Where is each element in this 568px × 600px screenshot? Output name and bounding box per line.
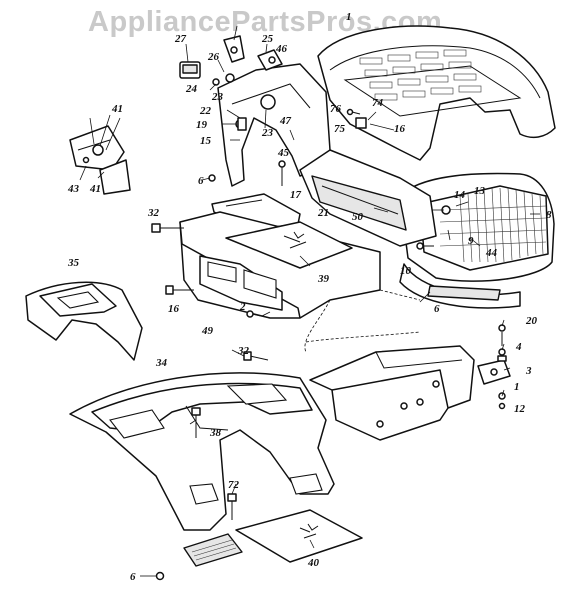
callout-21: 21 xyxy=(317,207,329,219)
floor-plate-39-part xyxy=(225,221,353,269)
leader-lines xyxy=(79,25,540,577)
chassis-outline-dashed xyxy=(304,289,421,353)
bolt-10 xyxy=(416,242,434,250)
callout-43: 43 xyxy=(67,183,80,195)
bolt-16b xyxy=(165,285,194,295)
screw-76-75 xyxy=(346,108,367,129)
callout-15: 15 xyxy=(200,135,212,147)
callout-6c: 6 xyxy=(130,571,136,583)
callout-14: 14 xyxy=(454,189,466,201)
callout-35: 35 xyxy=(67,257,80,269)
bolt-45 xyxy=(278,160,286,186)
callout-2: 2 xyxy=(239,301,246,313)
callout-20: 20 xyxy=(525,315,538,327)
callout-74: 74 xyxy=(372,97,384,109)
callout-45: 45 xyxy=(277,147,290,159)
callout-27: 27 xyxy=(174,33,187,45)
pedal-bracket-part xyxy=(69,125,131,195)
callout-40: 40 xyxy=(307,557,320,569)
callout-labels: 27 25 46 26 24 23 22 23 19 15 47 45 17 2… xyxy=(67,11,552,583)
callout-9: 9 xyxy=(468,235,474,247)
fender-35-part xyxy=(25,281,143,361)
callout-32a: 32 xyxy=(147,207,160,219)
fender-34-part xyxy=(69,372,335,531)
callout-46: 46 xyxy=(275,43,288,55)
washer-23-part xyxy=(212,73,235,86)
callout-25: 25 xyxy=(261,33,274,45)
callout-44: 44 xyxy=(485,247,498,259)
bolt-72 xyxy=(227,493,237,520)
callout-4: 4 xyxy=(515,341,522,353)
switch-part-27 xyxy=(179,61,201,79)
nut-6c xyxy=(155,571,165,581)
bolt-2 xyxy=(246,310,271,319)
callout-34: 34 xyxy=(155,357,168,369)
callout-3: 3 xyxy=(525,365,532,377)
callout-1b: 1 xyxy=(514,381,520,393)
axle-bracket-3-part xyxy=(477,359,511,385)
callout-12: 12 xyxy=(514,403,526,415)
floor-plate-40-part xyxy=(235,509,363,563)
callout-47: 47 xyxy=(279,115,292,127)
frame-part xyxy=(309,345,475,441)
callout-49: 49 xyxy=(201,325,214,337)
callout-8: 8 xyxy=(546,209,552,221)
callout-24: 24 xyxy=(185,83,198,95)
step-plate-part xyxy=(183,533,243,567)
callout-1: 1 xyxy=(346,11,352,23)
callout-13: 13 xyxy=(474,185,486,197)
callout-72: 72 xyxy=(228,479,240,491)
bolt-32a xyxy=(151,223,184,233)
callout-26: 26 xyxy=(207,51,220,63)
callout-10: 10 xyxy=(400,265,412,277)
callout-76: 76 xyxy=(330,103,342,115)
callout-6a: 6 xyxy=(198,175,204,187)
callout-41a: 41 xyxy=(111,103,123,115)
bolt-38 xyxy=(191,407,201,438)
callout-16b: 16 xyxy=(168,303,180,315)
callout-16a: 16 xyxy=(394,123,406,135)
callout-75: 75 xyxy=(334,123,346,135)
callout-41b: 41 xyxy=(89,183,101,195)
console-body-part xyxy=(299,149,437,247)
hood-part xyxy=(317,25,556,161)
callout-6b: 6 xyxy=(434,303,440,315)
callout-22: 22 xyxy=(199,105,212,117)
grille-nose-part xyxy=(399,172,555,309)
callout-38: 38 xyxy=(209,427,222,439)
callout-39: 39 xyxy=(317,273,330,285)
hardware-stack-20-12 xyxy=(497,324,507,410)
callout-17: 17 xyxy=(290,189,302,201)
callout-23b: 23 xyxy=(261,127,274,139)
callout-23a: 23 xyxy=(211,91,224,103)
callout-19: 19 xyxy=(196,119,208,131)
callout-50: 50 xyxy=(352,211,364,223)
ignition-part xyxy=(257,49,283,71)
callout-32b: 32 xyxy=(237,345,250,357)
